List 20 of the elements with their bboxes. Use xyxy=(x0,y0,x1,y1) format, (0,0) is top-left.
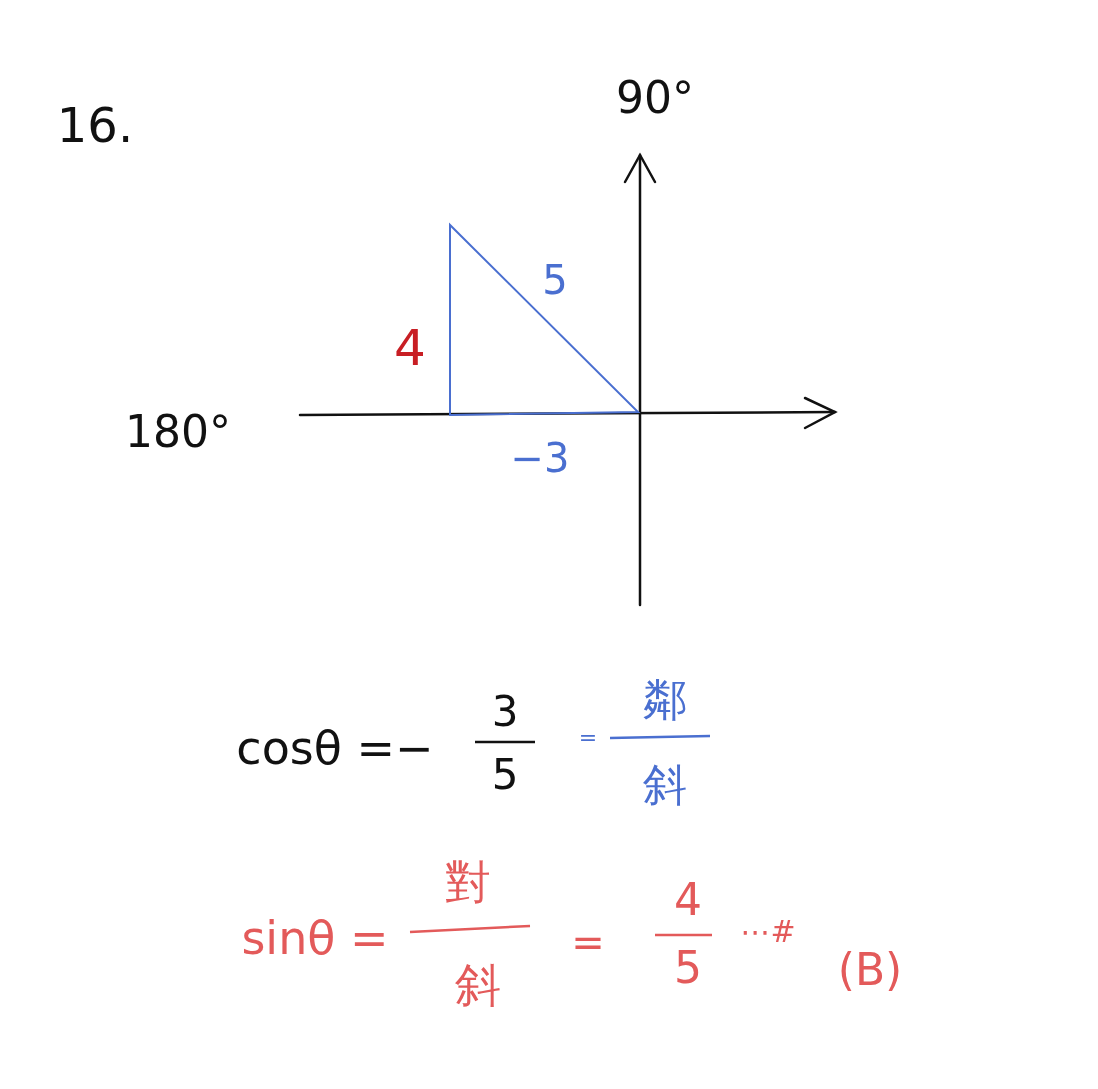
equals-sign: = xyxy=(578,727,598,749)
side-length: 4 xyxy=(394,323,426,373)
question-number: 16. xyxy=(56,101,134,149)
formula-text: cosθ =− xyxy=(236,725,434,771)
answer-choice: (B) xyxy=(837,948,903,992)
fraction-numerator: 鄰 xyxy=(643,678,687,722)
equals-sign: = xyxy=(571,922,605,962)
fraction-denominator: 斜 xyxy=(455,962,501,1008)
fraction-numerator: 4 xyxy=(674,878,702,922)
angle-label: 90° xyxy=(616,76,694,120)
fraction-denominator: 斜 xyxy=(643,763,687,807)
formula-text: sinθ = xyxy=(241,915,389,961)
side-length: 5 xyxy=(542,260,568,300)
side-length: −3 xyxy=(510,438,570,478)
answer-mark: ⋯# xyxy=(740,917,796,947)
fraction-numerator: 3 xyxy=(491,691,519,733)
fraction-denominator: 5 xyxy=(491,754,519,796)
angle-label: 180° xyxy=(125,410,231,454)
fraction-numerator: 對 xyxy=(445,859,491,905)
fraction-denominator: 5 xyxy=(674,946,702,990)
